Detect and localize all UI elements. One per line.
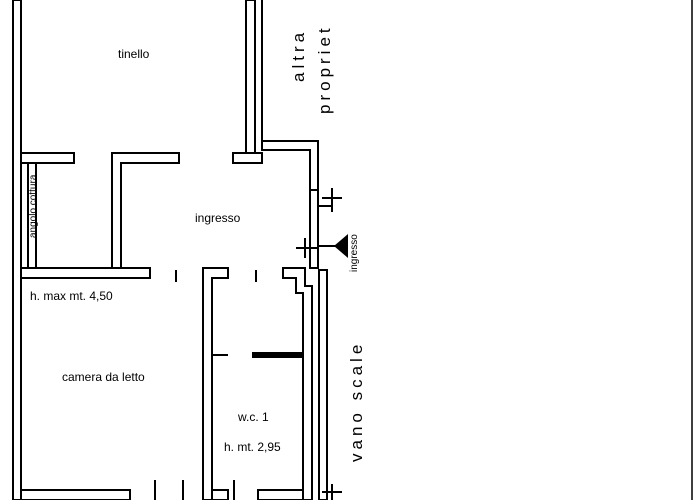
tinello-bottom-wall-mid: [111, 152, 180, 271]
vano-scale-label: vano scale: [347, 341, 366, 462]
proprieta-label: propriet: [315, 24, 334, 114]
room-label-angolo-cottura: angolo cottura: [28, 174, 39, 238]
wc-bottom-wall: [211, 489, 229, 500]
ingresso-bottom-wall-left: [20, 267, 151, 279]
room-label-wc: w.c. 1: [237, 410, 269, 424]
wc-bottom-wall-right: [257, 489, 304, 500]
tinello-right-wall: [245, 0, 256, 154]
altra-label: altra: [289, 29, 308, 82]
ingresso-right-wall: [309, 189, 319, 269]
height-max-label: h. max mt. 4,50: [30, 289, 113, 303]
room-label-camera: camera da letto: [62, 370, 145, 384]
height-wc-label: h. mt. 2,95: [224, 440, 281, 454]
altra-proprieta-wall: [261, 0, 319, 191]
vano-scale-wall: [318, 269, 328, 500]
room-label-ingresso: ingresso: [195, 211, 241, 225]
left-exterior-wall: [12, 0, 22, 500]
tinello-bottom-wall-left: [20, 152, 75, 164]
tinello-bottom-wall-right: [232, 152, 263, 164]
wc-door-leaf: [252, 352, 303, 358]
entrance-arrow-icon: [334, 234, 348, 258]
entrance-label: ingresso: [349, 234, 360, 272]
wc-top-wall: [202, 267, 229, 500]
room-label-tinello: tinello: [118, 47, 150, 61]
wc-right-wall: [282, 267, 313, 500]
camera-bottom-wall-left: [20, 489, 131, 500]
